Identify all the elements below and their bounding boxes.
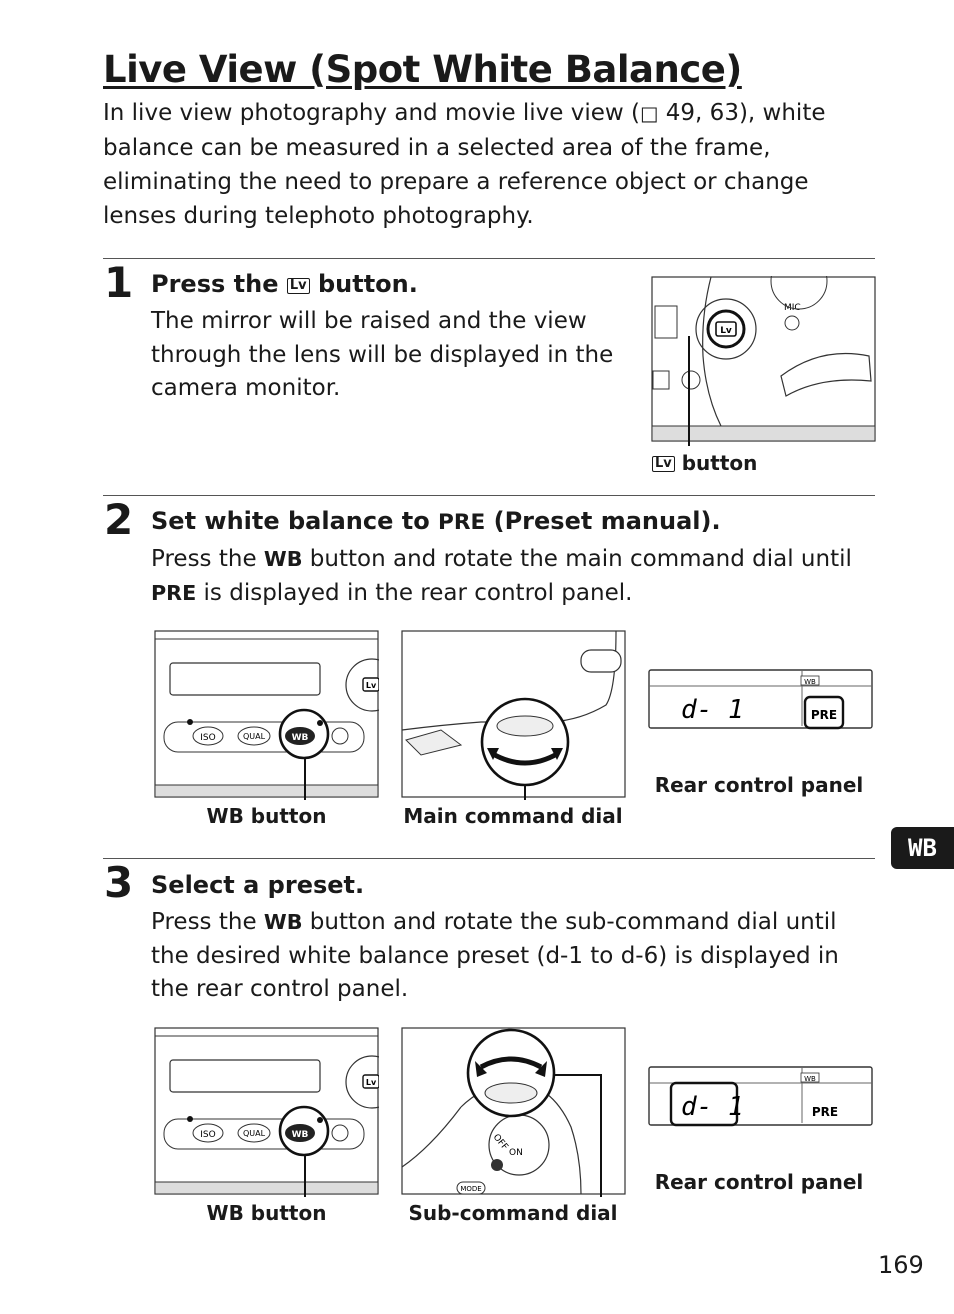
lcd-readout: d- 1 (681, 695, 744, 725)
book-reference-icon: □ (640, 102, 659, 125)
rear-control-panel-caption: Rear control panel (654, 1170, 864, 1194)
lv-button-caption: Lv button (652, 451, 757, 475)
page-number: 169 (878, 1251, 924, 1279)
wb-label: WB (292, 1130, 309, 1140)
step-number: 3 (104, 858, 134, 907)
step-number: 1 (104, 258, 134, 307)
step-heading: Select a preset. (151, 871, 365, 899)
on-label: ON (509, 1148, 523, 1158)
step-body: Press the WB button and rotate the main … (151, 546, 852, 606)
intro-paragraph: In live view photography and movie live … (103, 100, 826, 229)
lv-button-icon: Lv (286, 278, 310, 294)
wb-button-figure: Lv ISO QUAL WB (154, 630, 379, 800)
main-command-dial-figure (401, 630, 626, 800)
rear-control-panel-caption: Rear control panel (654, 773, 864, 797)
lcd-readout: d- 1 (681, 1092, 744, 1122)
sub-command-dial-caption: Sub-command dial (408, 1201, 618, 1225)
lv-label: Lv (720, 326, 732, 336)
wb-button-caption: WB button (206, 1201, 327, 1225)
iso-label: ISO (200, 1130, 215, 1140)
section-divider (103, 858, 875, 859)
rear-control-panel-figure: WB d- 1 PRE (648, 1066, 873, 1127)
iso-label: ISO (200, 733, 215, 743)
lv-label: Lv (366, 1078, 377, 1087)
lv-button-icon: Lv (652, 456, 675, 472)
lv-label: Lv (366, 681, 377, 690)
wb-button-figure: Lv ISO QUAL WB (154, 1027, 379, 1197)
wb-chapter-tab: WB (891, 827, 954, 869)
pre-label: PRE (811, 708, 837, 722)
qual-label: QUAL (243, 1129, 266, 1138)
sub-command-dial-figure: OFF ON MODE (401, 1027, 626, 1197)
step-number: 2 (104, 495, 134, 544)
main-command-dial-caption: Main command dial (403, 804, 623, 828)
mode-label: MODE (460, 1185, 481, 1193)
wb-button-caption: WB button (206, 804, 327, 828)
wb-label: WB (292, 733, 309, 743)
step-heading: Press the Lv button. (151, 270, 418, 298)
section-divider (103, 258, 875, 259)
wb-label: WB (804, 1075, 816, 1083)
step-body: The mirror will be raised and the view t… (151, 308, 614, 401)
wb-label: WB (804, 678, 816, 686)
rear-control-panel-figure: WB d- 1 PRE (648, 669, 873, 730)
qual-label: QUAL (243, 732, 266, 741)
camera-top-lv-figure: Lv MIC (651, 276, 876, 446)
page-title: Live View (Spot White Balance) (103, 48, 742, 91)
section-divider (103, 495, 875, 496)
step-heading: Set white balance to PRE (Preset manual)… (151, 507, 721, 535)
pre-label: PRE (812, 1105, 838, 1119)
step-body: Press the WB button and rotate the sub-c… (151, 909, 839, 1002)
